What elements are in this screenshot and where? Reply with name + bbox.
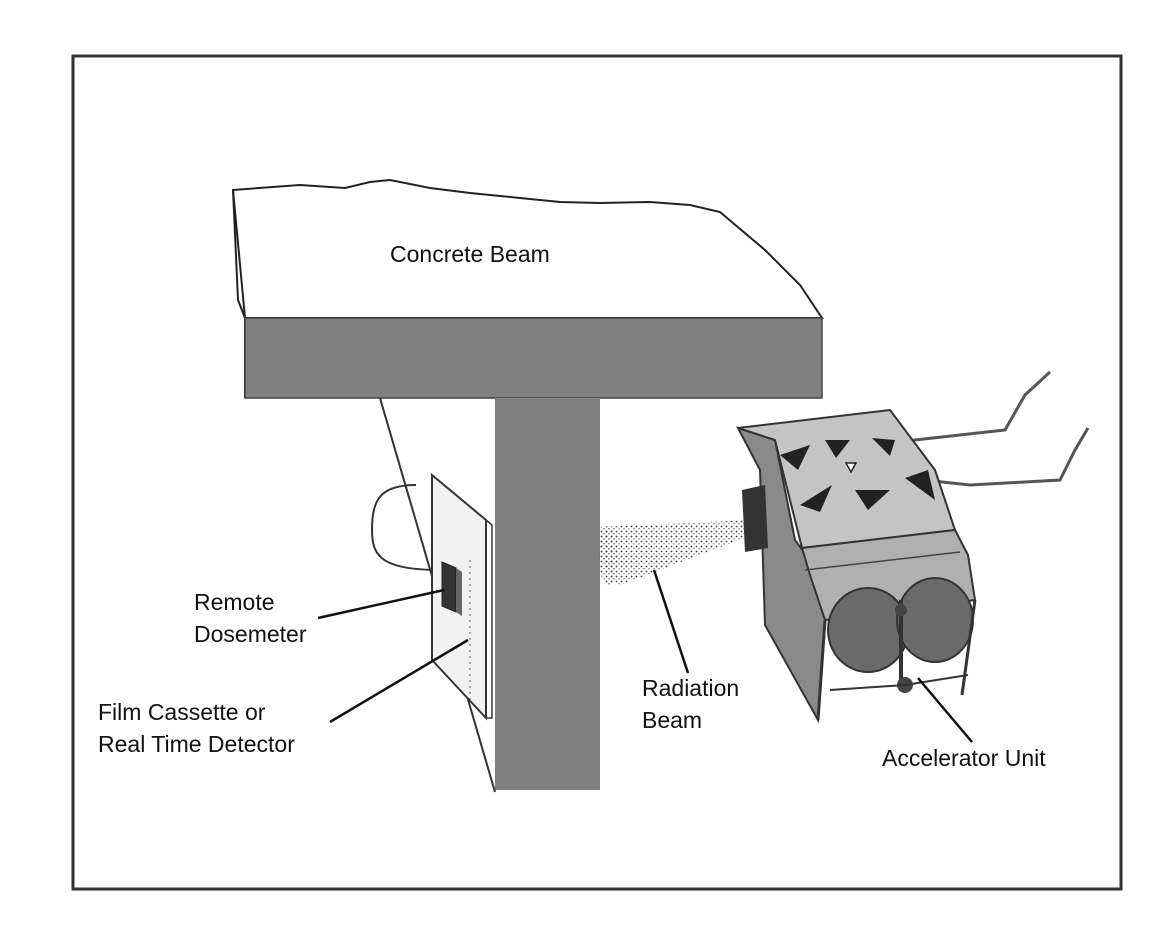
label-film-line2: Real Time Detector: [98, 731, 295, 757]
leader-remote-dosemeter: [317, 588, 445, 620]
concrete-beam: [231, 178, 824, 790]
label-remote-line2: Dosemeter: [194, 621, 307, 647]
remote-dosemeter: [441, 561, 462, 616]
label-radiation-line1: Radiation: [642, 675, 739, 701]
leader-film-cassette: [329, 638, 469, 724]
beam-top-surface: [231, 178, 824, 319]
label-concrete-beam: Concrete Beam: [390, 241, 550, 267]
leader-radiation-beam: [652, 569, 690, 674]
accelerator-unit: [735, 370, 1090, 724]
wheel-left: [827, 587, 909, 673]
dosemeter-cable: [370, 484, 441, 571]
label-film-line1: Film Cassette or: [98, 699, 266, 725]
wheel-right: [896, 577, 974, 663]
label-remote-line1: Remote: [194, 589, 275, 615]
radiation-beam: [599, 520, 752, 586]
beam-front-face: [244, 317, 823, 399]
label-radiation-line2: Beam: [642, 707, 702, 733]
leader-accelerator: [917, 677, 973, 743]
column: [495, 398, 600, 790]
hose-2: [904, 427, 1090, 487]
label-accelerator: Accelerator Unit: [882, 745, 1046, 771]
